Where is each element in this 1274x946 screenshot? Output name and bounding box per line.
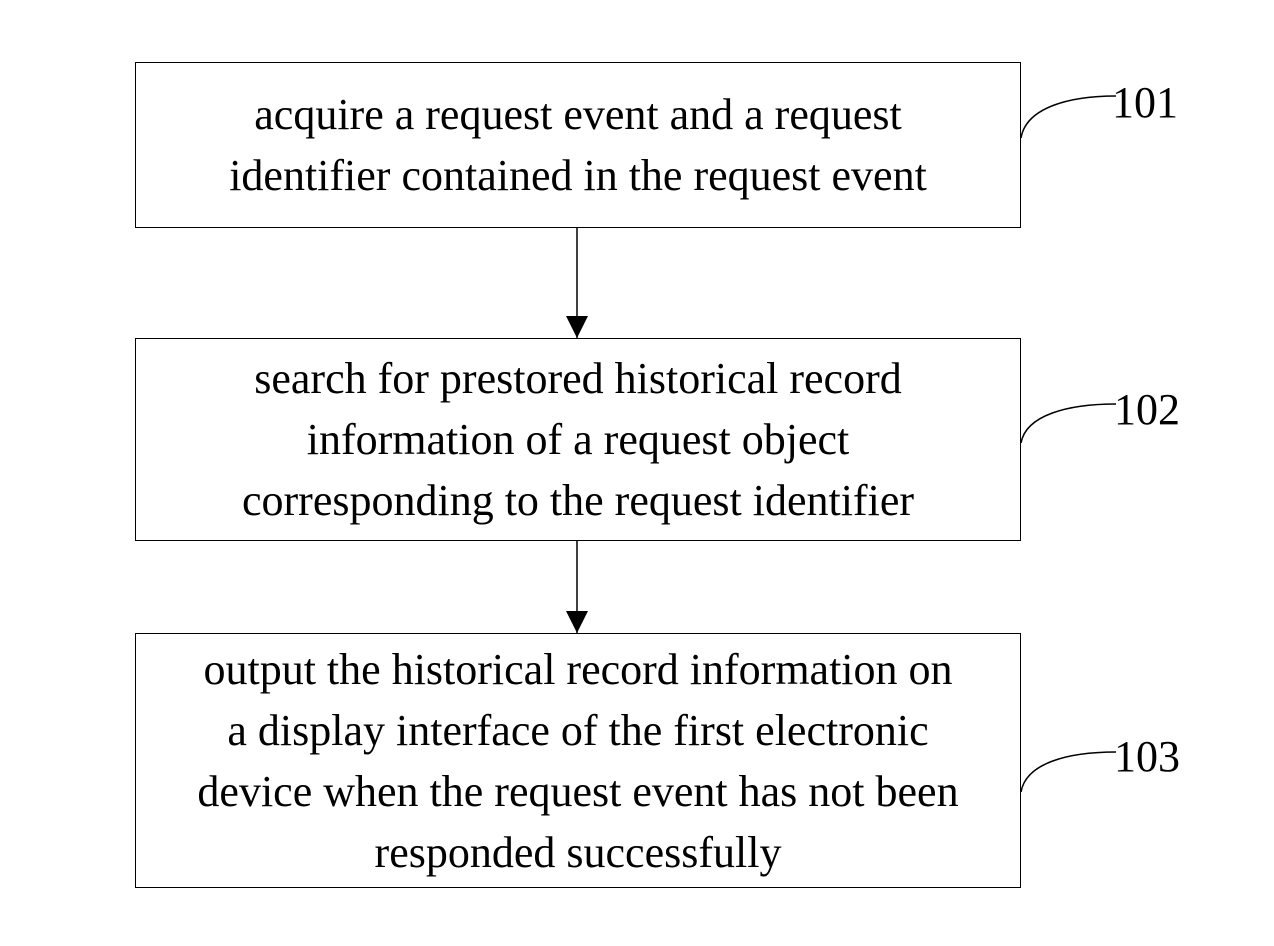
- step-102-line: corresponding to the request identifier: [242, 470, 914, 531]
- arrow-102-to-103: [566, 541, 588, 633]
- step-101-line: acquire a request event and a request: [229, 84, 927, 145]
- step-103-text: output the historical record information…: [197, 639, 958, 883]
- leader-line-101: [1021, 96, 1116, 138]
- step-102-text: search for prestored historical record i…: [242, 348, 914, 531]
- leader-line-102: [1021, 404, 1116, 443]
- step-102-line: information of a request object: [242, 409, 914, 470]
- step-103-line: output the historical record information…: [197, 639, 958, 700]
- leader-line-103: [1021, 752, 1116, 792]
- step-label-102: 102: [1114, 385, 1180, 435]
- step-103-line: device when the request event has not be…: [197, 761, 958, 822]
- step-101-text: acquire a request event and a request id…: [229, 84, 927, 206]
- step-label-103: 103: [1114, 732, 1180, 782]
- step-103-line: responded successfully: [197, 822, 958, 883]
- arrow-101-to-102: [566, 228, 588, 338]
- step-box-103: output the historical record information…: [135, 633, 1021, 888]
- step-label-101: 101: [1112, 78, 1178, 128]
- step-box-102: search for prestored historical record i…: [135, 338, 1021, 541]
- step-103-line: a display interface of the first electro…: [197, 700, 958, 761]
- step-101-line: identifier contained in the request even…: [229, 145, 927, 206]
- step-102-line: search for prestored historical record: [242, 348, 914, 409]
- step-box-101: acquire a request event and a request id…: [135, 62, 1021, 228]
